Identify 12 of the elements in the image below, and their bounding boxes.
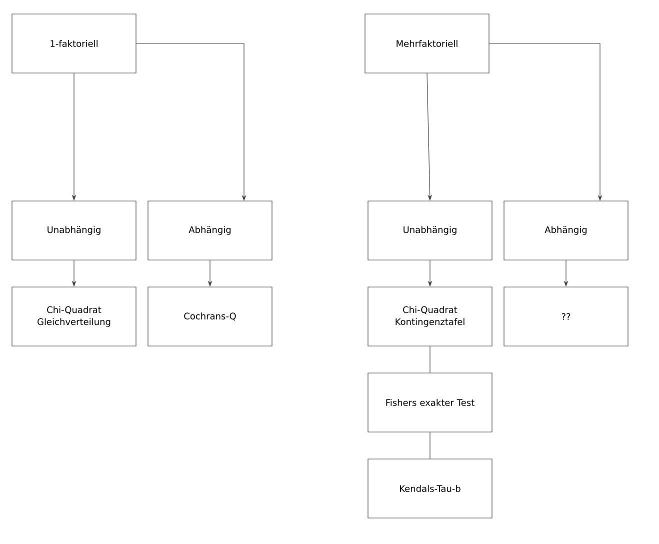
box: Abhängig (504, 200, 628, 260)
box: ?? (504, 286, 628, 346)
box: Chi-Quadrat Kontingenztafel (368, 286, 492, 346)
box: 1-faktoriell (12, 14, 136, 74)
box: Unabhängig (12, 200, 136, 260)
box: Chi-Quadrat Gleichverteilung (12, 286, 136, 346)
box: Abhängig (148, 200, 272, 260)
box: Unabhängig (368, 200, 492, 260)
box: Mehrfaktoriell (364, 14, 490, 74)
box: Cochrans-Q (148, 286, 272, 346)
box: Kendals-Tau-b (368, 458, 492, 518)
box: Fishers exakter Test (368, 372, 492, 432)
